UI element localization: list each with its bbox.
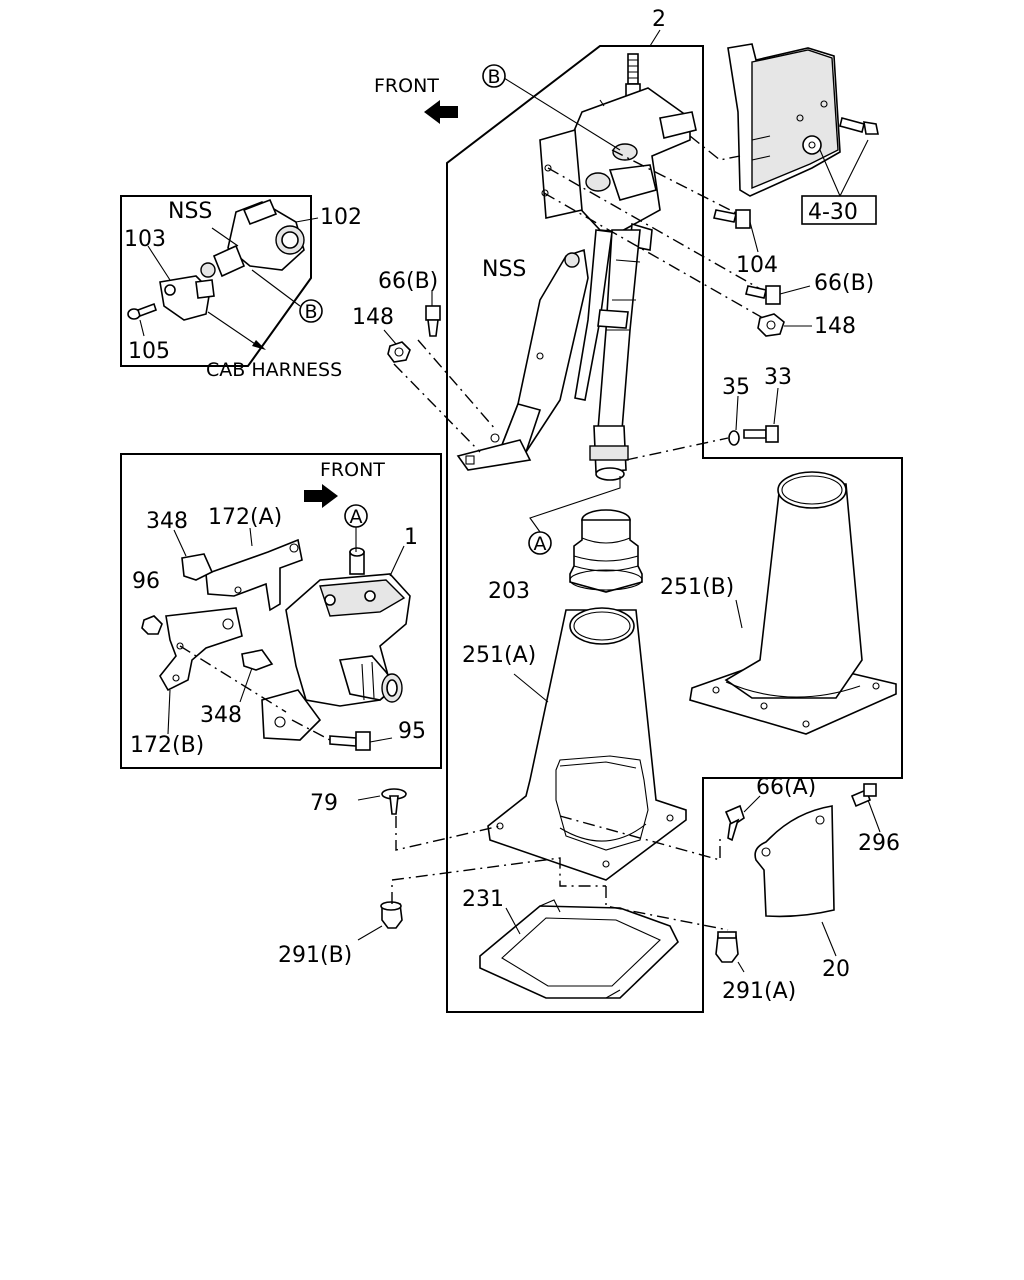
label-part-105: 105 — [128, 339, 170, 364]
label-ref-4-30: 4-30 — [808, 200, 858, 225]
label-part-251a: 251(A) — [462, 643, 536, 668]
nut-96 — [141, 615, 163, 635]
ref-box-4-30 — [801, 195, 877, 225]
svg-text:B: B — [487, 66, 500, 88]
clip-291a — [715, 931, 739, 963]
label-part-35: 35 — [722, 375, 750, 400]
label-part-348-top: 348 — [146, 509, 188, 534]
label-part-172b: 172(B) — [130, 733, 204, 758]
label-part-95: 95 — [398, 719, 426, 744]
label-part-103: 103 — [124, 227, 166, 252]
svg-text:A: A — [350, 506, 363, 528]
label-part-66b-left: 66(B) — [378, 269, 438, 294]
nut-148-left — [387, 341, 411, 363]
nss-switch-102 — [200, 198, 305, 278]
cover-bolt — [839, 117, 879, 135]
cover-20 — [754, 805, 835, 918]
screw-105 — [127, 302, 158, 320]
label-part-231: 231 — [462, 887, 504, 912]
ref-marker-a-inset: A — [344, 504, 368, 528]
label-part-104: 104 — [736, 253, 778, 278]
boot-251b — [689, 471, 897, 735]
front-arrow-top — [424, 100, 458, 124]
bolt-296 — [850, 783, 877, 808]
label-nss-inset: NSS — [168, 199, 212, 224]
label-part-66b-right: 66(B) — [814, 271, 874, 296]
label-part-96: 96 — [132, 569, 160, 594]
label-part-33: 33 — [764, 365, 792, 390]
label-part-203: 203 — [488, 579, 530, 604]
label-part-79: 79 — [310, 791, 338, 816]
label-part-1: 1 — [404, 525, 418, 550]
svg-text:B: B — [304, 301, 317, 323]
bolt-104 — [713, 209, 751, 229]
ref-marker-a-main: A — [528, 531, 552, 555]
screw-66a — [724, 804, 745, 842]
plate-231 — [479, 899, 679, 999]
ref-marker-b-top: B — [482, 64, 506, 88]
bolt-33 — [743, 425, 779, 443]
label-cab-harness: CAB HARNESS — [206, 359, 342, 381]
nss-sensor-103 — [159, 275, 215, 321]
label-part-251b: 251(B) — [660, 575, 734, 600]
shift-lever-assembly — [539, 53, 697, 251]
bracket-inset-box — [120, 453, 442, 769]
label-part-148-right: 148 — [814, 314, 856, 339]
nss-inset-box — [120, 195, 312, 367]
clip-348-top — [181, 553, 214, 581]
svg-text:A: A — [534, 533, 547, 555]
cover-4-30 — [727, 43, 841, 197]
boot-203 — [569, 509, 643, 593]
label-part-296: 296 — [858, 831, 900, 856]
label-front-top: FRONT — [374, 75, 439, 97]
bolt-95 — [329, 731, 371, 751]
label-part-66a: 66(A) — [756, 775, 816, 800]
ref-marker-b-inset: B — [299, 299, 323, 323]
bracket-172a — [205, 538, 303, 612]
label-part-291b: 291(B) — [278, 943, 352, 968]
label-part-102: 102 — [320, 205, 362, 230]
clip-291b — [380, 901, 403, 929]
label-part-2: 2 — [652, 7, 666, 32]
label-part-20: 20 — [822, 957, 850, 982]
nss-bracket-main — [456, 248, 589, 471]
bracket-172b — [159, 607, 243, 692]
label-front-inset: FRONT — [320, 459, 385, 481]
bolt-66b-left — [425, 305, 441, 337]
housing-1 — [261, 547, 411, 741]
label-part-172a: 172(A) — [208, 505, 282, 530]
bolt-66b-right — [745, 285, 781, 305]
label-part-348-bottom: 348 — [200, 703, 242, 728]
boot-251a — [487, 607, 687, 881]
screw-79 — [381, 788, 407, 815]
label-part-291a: 291(A) — [722, 979, 796, 1004]
label-nss-main: NSS — [482, 257, 526, 282]
washer-35 — [728, 430, 740, 446]
clip-348-bottom — [241, 649, 274, 671]
nut-148-right — [757, 313, 785, 337]
front-arrow-inset — [304, 484, 338, 508]
assembly-outline — [446, 45, 903, 1013]
label-part-148-left: 148 — [352, 305, 394, 330]
